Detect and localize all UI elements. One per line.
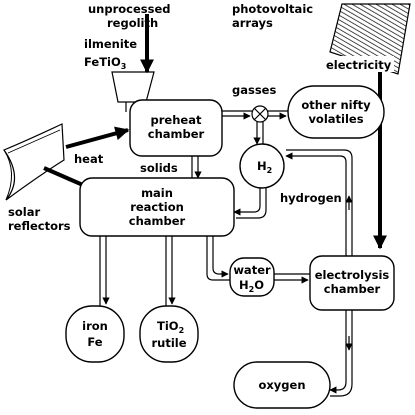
h2-tank [239,143,285,189]
photovoltaic-label-1: photovoltaic [232,2,313,16]
photovoltaic-label-2: arrays [232,16,273,30]
volatiles-box [287,85,385,139]
tio2-label-1: TiO2 [157,319,184,335]
main-reaction-chamber-box [79,177,235,237]
ilmenite-formula: FeTiO3 [84,55,126,71]
electrolysis-label-2: chamber [324,282,381,296]
gasses-label: gasses [232,83,276,97]
solar-label: solar [8,205,40,219]
water-label-1: water [233,263,271,277]
main-label-1: main [141,186,173,200]
oxygen-label: oxygen [258,378,305,392]
valve-icon [251,105,269,123]
h2-label: H2 [257,159,272,175]
regolith-label-2: regolith [107,16,158,30]
preheat-chamber-box [129,99,223,157]
preheat-label-1: preheat [151,113,202,127]
hydrogen-label: hydrogen [280,191,342,205]
reflectors-label: reflectors [8,219,71,233]
heat-arrow-preheat [65,126,130,149]
main-label-3: chamber [129,214,186,228]
pipe-network [99,110,353,397]
photovoltaic-panel-icon [328,3,411,75]
volatiles-label-1: other nifty [301,98,371,112]
solids-label: solids [140,161,178,175]
electrolysis-chamber-box [309,255,395,311]
iron-label-1: iron [82,319,108,333]
main-label-2: reaction [130,200,184,214]
electricity-label: electricity [326,58,392,72]
solar-reflector-icon [3,123,65,201]
iron-box [65,305,125,363]
water-box [229,257,275,297]
oxygen-box [233,361,331,409]
ilmenite-label: ilmenite [84,37,137,51]
electrolysis-label-1: electrolysis [315,268,390,282]
tio2-box [139,305,199,363]
regolith-label-1: unprocessed [88,2,171,16]
preheat-label-2: chamber [148,127,205,141]
iron-label-2: Fe [87,335,102,349]
volatiles-label-2: volatiles [308,112,363,126]
heat-label: heat [74,152,104,166]
water-formula: H2O [239,278,264,294]
tio2-label-2: rutile [151,336,186,350]
